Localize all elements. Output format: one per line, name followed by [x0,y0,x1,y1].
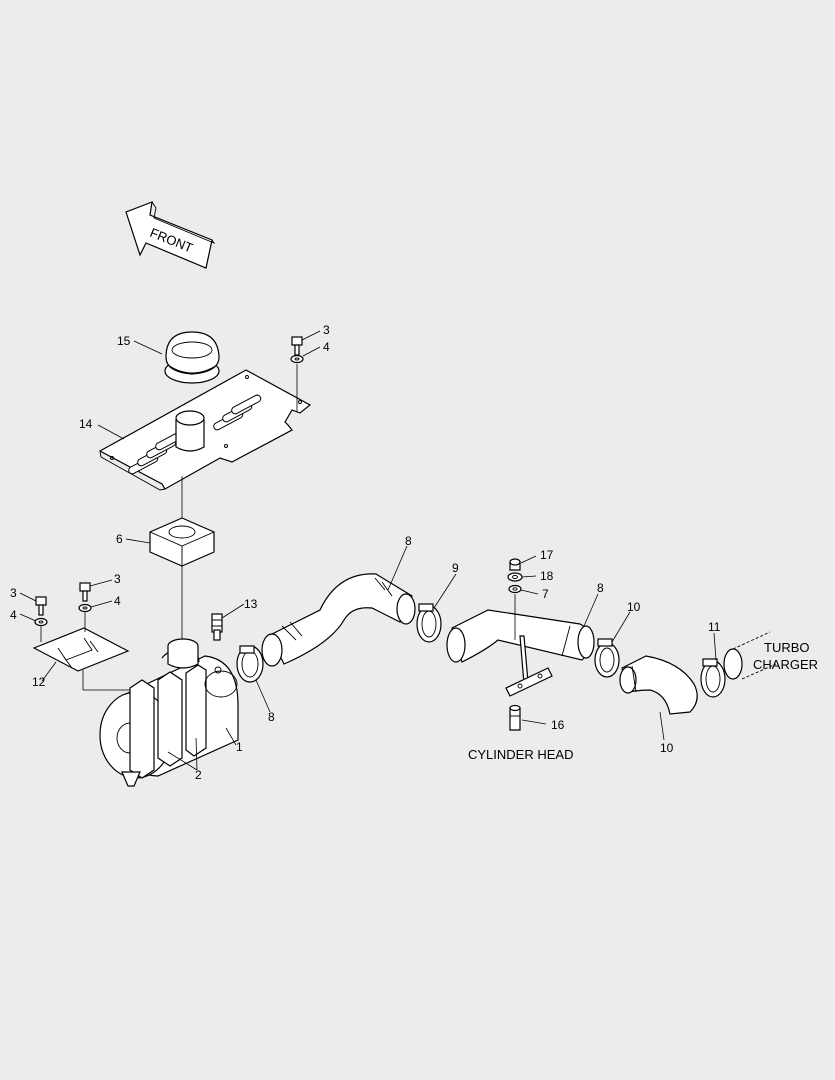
stud-16 [509,704,521,731]
callout-4-left: 4 [10,608,17,622]
intake-hose [261,573,416,667]
caption-charger: CHARGER [753,657,818,672]
callout-8-a: 8 [268,710,275,724]
bolt-3-left [35,596,47,616]
washer-6 [508,584,522,594]
callout-11: 11 [708,620,721,634]
callout-14: 14 [79,417,93,431]
washer-18 [507,572,523,582]
hose-clamp-1 [236,645,264,683]
callout-8-b: 9 [452,561,459,575]
washer-4-mid [78,603,92,613]
callout-12: 12 [32,675,46,689]
callout-3-top: 3 [323,323,330,337]
callout-16: 16 [551,718,565,732]
washer-4-left [34,617,48,627]
restriction-sensor [211,613,223,641]
callout-4-mid: 4 [114,594,121,608]
bolt-3-top [291,336,303,356]
front-direction-arrow: FRONT [125,201,216,269]
leader-lines [19,330,717,771]
caption-cylinder-head: CYLINDER HEAD [468,747,573,762]
vent-slots-right [213,394,262,431]
hose-clamp-2 [416,603,442,643]
callout-5: 6 [116,532,123,546]
callout-labels: 15 14 6 3 4 3 4 3 4 13 12 1 2 8 8 9 17 1… [10,323,721,782]
callout-9: 8 [597,581,604,595]
callout-15: 15 [117,334,131,348]
callout-7: 8 [405,534,412,548]
callout-8-c: 10 [627,600,641,614]
callout-2: 2 [195,768,202,782]
foam-block [149,517,215,567]
turbocharger-outline [723,631,777,680]
elbow-hose [619,655,698,715]
caption-turbo: TURBO [764,640,810,655]
callout-17: 17 [540,548,554,562]
cover-inlet-tube [175,410,205,452]
callout-3-mid: 3 [114,572,121,586]
pipe-support-bracket [505,635,553,697]
nut-17 [509,558,521,571]
callout-3-left: 3 [10,586,17,600]
callout-1: 1 [236,740,243,754]
cover-plate [98,369,312,491]
callout-10: 10 [660,741,674,755]
callout-18: 18 [540,569,554,583]
callout-13: 13 [244,597,258,611]
bolt-3-mid [79,582,91,602]
callout-6: 7 [542,587,549,601]
washer-4-top [290,354,304,364]
hose-clamp-11 [700,658,726,698]
air-cleaner-body [99,638,239,787]
callout-4-top: 4 [323,340,330,354]
hose-clamp-3 [594,638,620,678]
air-cleaner-cap [164,331,220,384]
